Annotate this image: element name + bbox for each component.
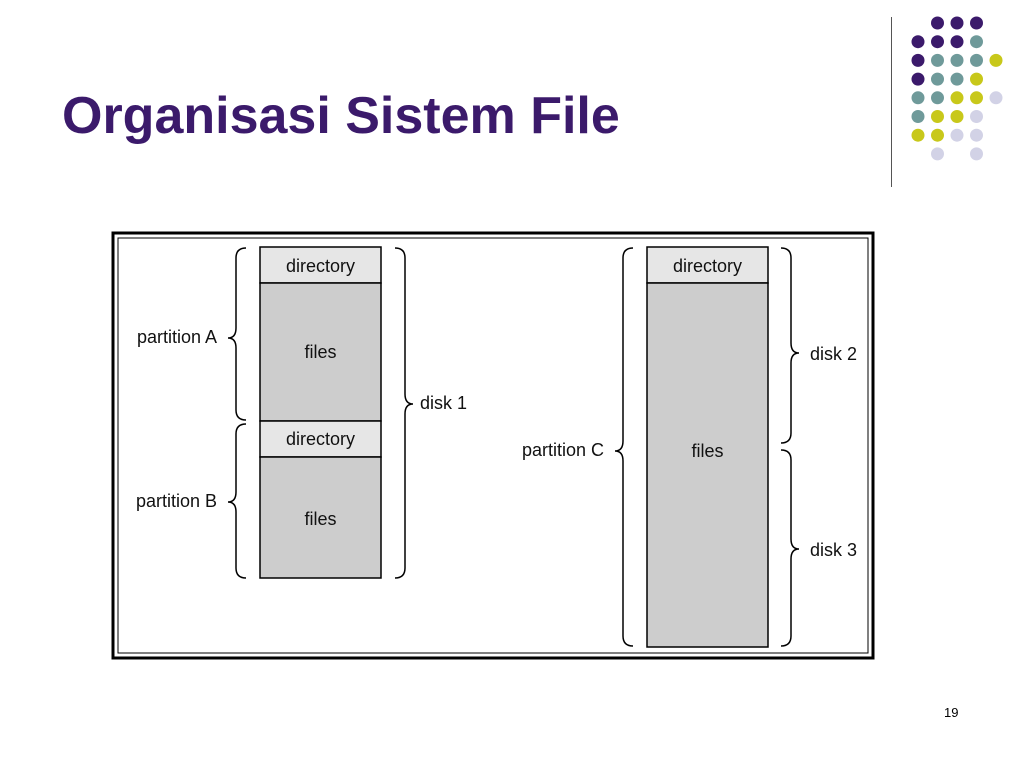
disk-3-brace	[780, 449, 800, 647]
decorative-dot	[931, 147, 944, 161]
partition-a-files-label: files	[304, 342, 336, 362]
partition-c-directory-label: directory	[673, 256, 742, 276]
slide-title: Organisasi Sistem File	[62, 87, 620, 145]
disk-3-label: disk 3	[810, 540, 857, 560]
decorative-dot	[911, 53, 925, 67]
partition-b-label: partition B	[136, 491, 217, 511]
decorative-dot	[950, 53, 964, 67]
partition-c-label: partition C	[522, 440, 604, 460]
decorative-dot	[950, 35, 964, 49]
decorative-dot	[970, 91, 983, 105]
partition-c-files-label: files	[691, 441, 723, 461]
decorative-dot	[950, 72, 964, 86]
disk-2-brace	[780, 247, 800, 444]
decorative-dot	[911, 110, 925, 123]
decorative-dot	[950, 91, 964, 105]
partition-c-brace	[614, 247, 634, 647]
disk-1-brace	[394, 247, 414, 579]
decorative-dot	[950, 16, 964, 30]
decorative-dot	[989, 91, 1003, 105]
decorative-dot	[911, 72, 925, 86]
decorative-dot	[911, 35, 925, 49]
decorative-dot	[931, 35, 944, 49]
decorative-dot	[931, 128, 944, 142]
disk-2-label: disk 2	[810, 344, 857, 364]
decorative-dot	[970, 110, 983, 123]
page-number: 19	[944, 705, 959, 720]
partition-a-files-block	[259, 282, 382, 422]
decorative-dot	[950, 128, 964, 142]
partition-b-files-block	[259, 456, 382, 579]
decorative-dot	[931, 72, 944, 86]
decorative-dot	[970, 53, 983, 67]
partition-a-directory-label: directory	[286, 256, 355, 276]
decorative-dot	[970, 128, 983, 142]
partition-a-brace	[227, 247, 247, 421]
decorative-dot	[970, 147, 983, 161]
partition-b-directory-label: directory	[286, 429, 355, 449]
decorative-dot	[970, 35, 983, 49]
partition-c-files-block	[646, 282, 769, 648]
decorative-dots	[911, 16, 1003, 161]
decorative-dot	[931, 53, 944, 67]
partition-a-label: partition A	[137, 327, 217, 347]
diagram-frame-inner	[117, 237, 869, 654]
header-divider	[891, 17, 892, 187]
decorative-dot	[911, 128, 925, 142]
decorative-dot	[970, 72, 983, 86]
decorative-dot	[931, 16, 944, 30]
decorative-dot	[950, 110, 964, 123]
dot-grid	[911, 16, 1003, 161]
decorative-dot	[931, 110, 944, 123]
partition-b-directory-block	[259, 420, 382, 458]
disk-1-label: disk 1	[420, 393, 467, 413]
decorative-dot	[911, 91, 925, 105]
decorative-dot	[970, 16, 983, 30]
decorative-dot	[931, 91, 944, 105]
partition-b-files-label: files	[304, 509, 336, 529]
partition-c-directory-block	[646, 246, 769, 284]
decorative-dot	[989, 53, 1003, 67]
partition-b-brace	[227, 423, 247, 579]
